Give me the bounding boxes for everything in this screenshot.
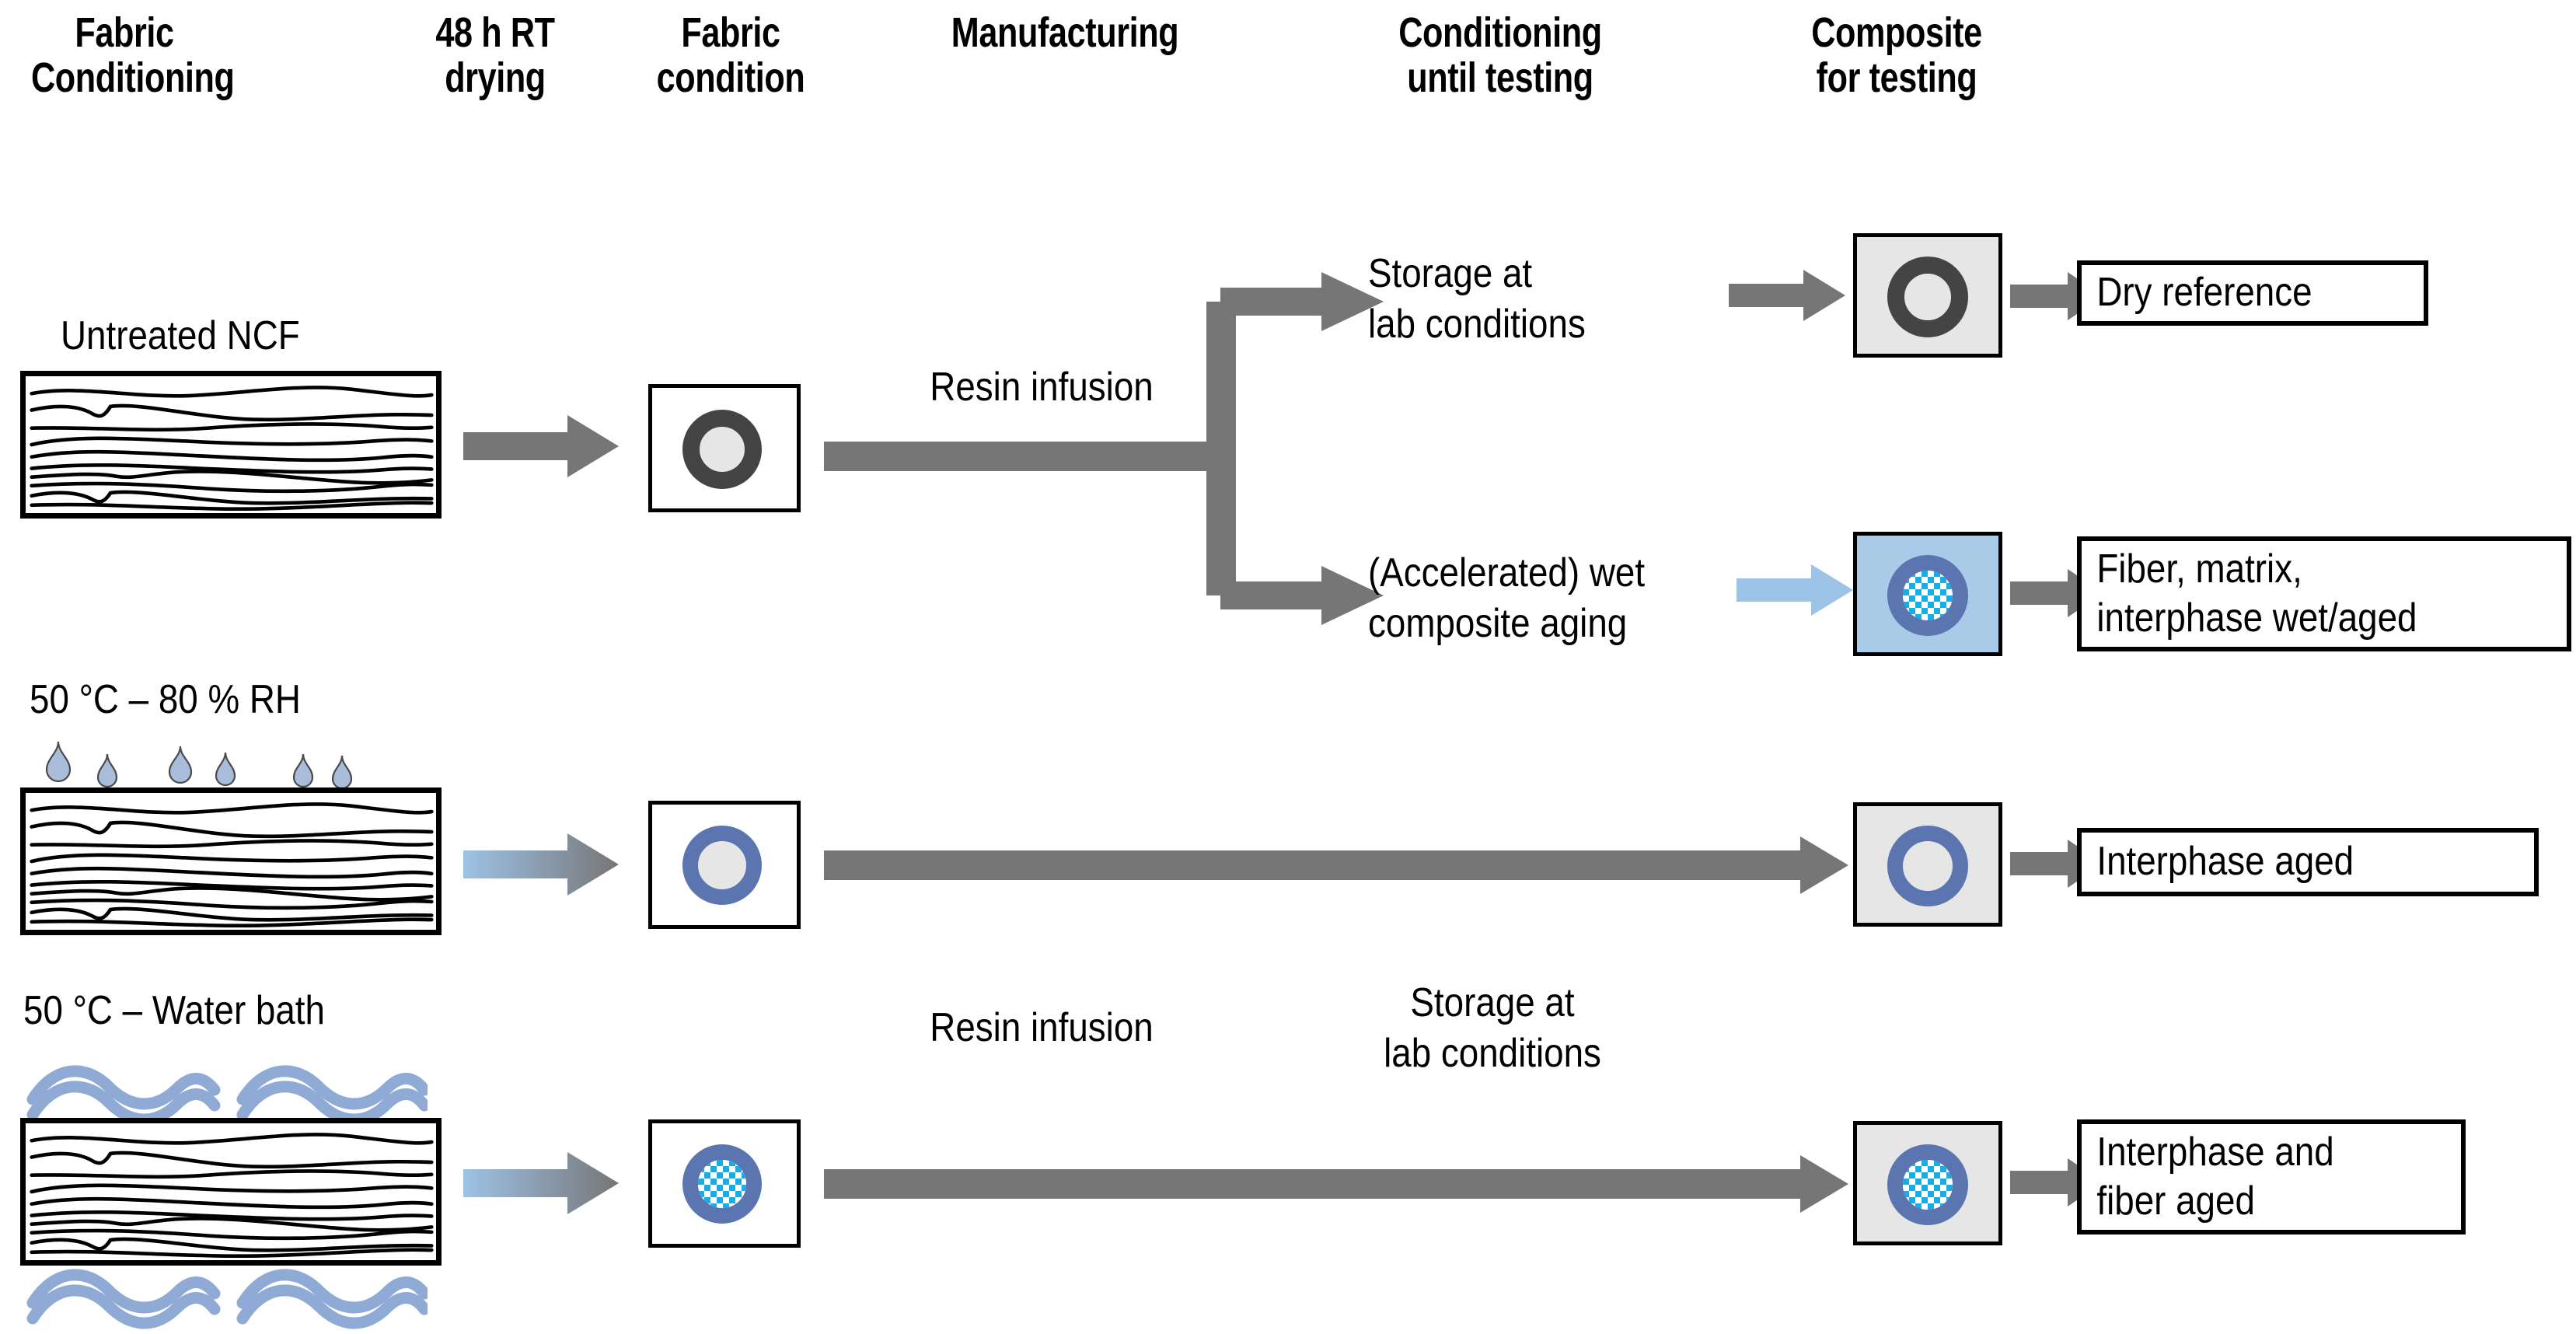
column-header-fabric-conditioning: Fabric Conditioning: [31, 9, 235, 101]
water-wave-group-top: [23, 1056, 428, 1123]
column-header-fabric-condition: Fabric condition: [656, 9, 805, 101]
result-box-fiber-aged: Interphase and fiber aged: [2077, 1119, 2466, 1234]
fiber-checker-fill: [1903, 1160, 1953, 1210]
water-wave-icon: [26, 1065, 221, 1110]
fabric-block-humidity: [20, 787, 442, 935]
arrow-right-icon: [1729, 270, 1845, 321]
fiber-cross-section-dry-icon: [682, 410, 762, 489]
arrow-right-icon: [1737, 564, 1853, 616]
arrow-water-bath-long-transport: [824, 1155, 1848, 1213]
result-box-dry-reference: Dry reference: [2077, 260, 2428, 326]
water-wave-icon: [26, 1284, 221, 1329]
fiber-checker-fill: [1903, 571, 1953, 620]
manufacturing-label-row3: Resin infusion: [930, 1005, 1154, 1050]
fiber-checker-fill: [698, 1160, 746, 1208]
water-droplet-icon: [168, 746, 193, 784]
water-droplet-group: [39, 737, 428, 799]
manufacturing-label-row1: Resin infusion: [930, 365, 1154, 410]
arrow-right-icon: [463, 1152, 619, 1214]
fiber-cross-section-dry-icon: [1887, 257, 1968, 337]
water-droplet-icon: [331, 755, 353, 790]
result-label-dry-reference: Dry reference: [2096, 270, 2312, 316]
column-header-manufacturing: Manufacturing: [951, 9, 1179, 56]
fiber-cross-section-aged-icon: [682, 826, 762, 905]
conditioning-label-row3: Storage at lab conditions: [1384, 980, 1601, 1076]
water-droplet-icon: [45, 741, 72, 783]
conditioning-label-storage-lab: Storage at lab conditions: [1368, 251, 1586, 347]
water-droplet-icon: [292, 753, 314, 788]
column-header-drying: 48 h RT drying: [435, 9, 555, 101]
arrow-right-icon: [463, 833, 619, 896]
fabric-condition-box-untreated: [648, 384, 801, 512]
row-label-humidity: 50 °C – 80 % RH: [30, 677, 301, 722]
column-header-conditioning-until-testing: Conditioning until testing: [1398, 9, 1602, 101]
row-label-water-bath: 50 °C – Water bath: [23, 988, 325, 1033]
result-box-wet-aged: Fiber, matrix, interphase wet/aged: [2077, 536, 2571, 651]
branch-split-arrow-icon: [824, 272, 1384, 625]
water-wave-icon: [236, 1269, 428, 1314]
arrow-right-icon: [824, 1155, 1848, 1213]
water-droplet-icon: [215, 752, 236, 787]
row-label-untreated-ncf: Untreated NCF: [61, 313, 300, 358]
fabric-weave-icon: [30, 386, 434, 512]
column-header-composite-for-testing: Composite for testing: [1811, 9, 1982, 101]
fiber-cross-section-aged-icon: [1887, 826, 1968, 906]
result-label-wet-aged: Fiber, matrix, interphase wet/aged: [2096, 546, 2417, 641]
fabric-weave-icon: [30, 802, 434, 928]
arrow-wet-aging-to-composite: [1737, 563, 1853, 617]
arrow-humidity-long-transport: [824, 836, 1848, 894]
water-wave-icon: [236, 1065, 428, 1110]
fabric-weave-icon: [30, 1133, 434, 1259]
arrow-right-icon: [824, 836, 1848, 894]
water-droplet-icon: [96, 753, 118, 788]
arrow-right-icon: [463, 415, 619, 477]
result-label-fiber-aged: Interphase and fiber aged: [2096, 1129, 2334, 1224]
arrow-untreated-to-condition: [463, 412, 619, 480]
fabric-block-untreated: [20, 371, 442, 519]
arrow-humidity-to-condition: [463, 830, 619, 899]
result-label-interphase-aged: Interphase aged: [2096, 839, 2354, 885]
result-box-interphase-aged: Interphase aged: [2077, 828, 2539, 896]
water-wave-icon: [26, 1269, 221, 1314]
arrow-water-bath-to-condition: [463, 1149, 619, 1217]
fabric-block-water-bath: [20, 1118, 442, 1266]
conditioning-label-wet-aging: (Accelerated) wet composite aging: [1368, 550, 1646, 646]
water-wave-icon: [236, 1284, 428, 1329]
arrow-storage-to-composite-dry: [1729, 268, 1845, 323]
water-wave-group-bottom: [23, 1267, 428, 1334]
